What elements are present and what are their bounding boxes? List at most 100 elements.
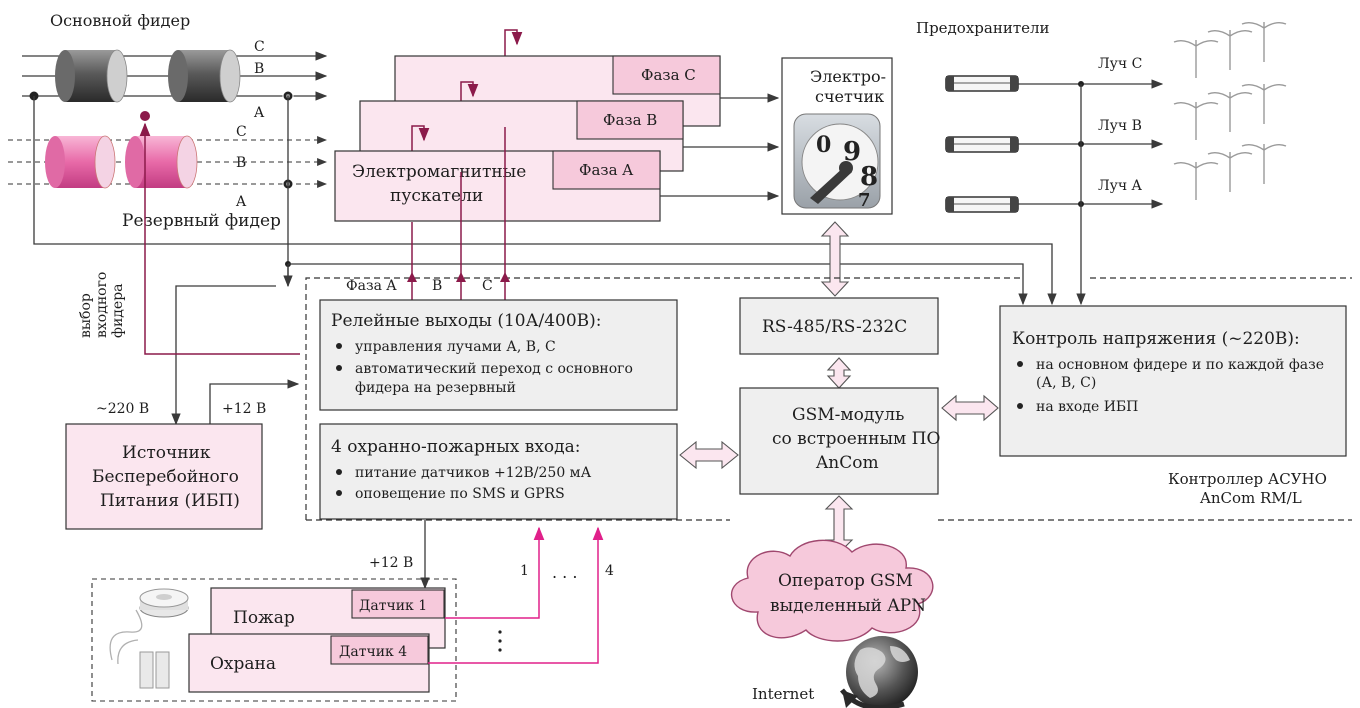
reserve-phase-b: B bbox=[236, 155, 246, 171]
ray-c-label: Луч C bbox=[1098, 56, 1142, 72]
sensor-vertical-dots bbox=[498, 630, 502, 652]
door-sensor-icon bbox=[109, 609, 170, 689]
internet-label: Internet bbox=[752, 685, 814, 703]
rs-interface-box: RS-485/RS-232C bbox=[739, 297, 939, 355]
fire-label: Пожар bbox=[233, 608, 295, 628]
main-phase-b: B bbox=[254, 61, 264, 77]
starter-b-phase bbox=[576, 100, 684, 140]
feeder-wiring: ~220 В +12 В выбор входного фидера bbox=[29, 90, 1057, 426]
electricity-meter: Электро- счетчик 0 9 8 7 bbox=[781, 57, 893, 215]
svg-text:входного: входного bbox=[94, 272, 110, 338]
sensor-4-label: Датчик 4 bbox=[339, 644, 407, 660]
svg-text:Фаза A: Фаза A bbox=[579, 161, 633, 179]
voltage-title: Контроль напряжения (~220В): bbox=[1012, 329, 1300, 349]
reserve-feeder-cable-2 bbox=[125, 135, 198, 189]
starters-title-2: пускатели bbox=[390, 186, 483, 206]
gsm-line-3: AnCom bbox=[815, 453, 879, 473]
feeder-select-label: выбор входного фидера bbox=[78, 272, 126, 338]
reserve-feeder: C B A Резервный фидер bbox=[8, 124, 327, 231]
gsm-module-box: GSM-модуль со встроенным ПО AnCom bbox=[739, 387, 940, 495]
starter-c-phase bbox=[612, 55, 721, 95]
security-item-2: оповещение по SMS и GPRS bbox=[355, 486, 565, 502]
sensor-1-label: Датчик 1 bbox=[359, 598, 427, 614]
svg-text:7: 7 bbox=[858, 190, 871, 211]
main-feeder-title: Основной фидер bbox=[50, 11, 190, 30]
internet-globe-icon bbox=[840, 636, 918, 708]
relay-phase-a: Фаза A bbox=[346, 278, 397, 294]
main-phase-a: A bbox=[253, 105, 265, 121]
controller-label-1: Контроллер АСУНО bbox=[1168, 470, 1327, 488]
svg-text:Фаза B: Фаза B bbox=[603, 111, 657, 129]
street-lamps bbox=[1173, 21, 1287, 200]
fuse-icon bbox=[945, 136, 1019, 153]
meter-dial-icon: 0 9 8 7 bbox=[793, 113, 881, 211]
sensors-boundary bbox=[91, 578, 457, 702]
cloud-line-2: выделенный APN bbox=[770, 596, 926, 616]
controller-label-2: AnCom RM/L bbox=[1199, 489, 1302, 507]
sensor-power-label: +12 В bbox=[369, 555, 413, 571]
fuses: Предохранители Луч C Луч B Луч A bbox=[916, 19, 1164, 306]
fuses-title: Предохранители bbox=[916, 19, 1050, 37]
relay-item-2b: фидера на резервный bbox=[355, 380, 516, 396]
voltage-item-1b: (А, В, С) bbox=[1036, 375, 1096, 391]
security-inputs-box: 4 охранно-пожарных входа: питание датчик… bbox=[319, 423, 678, 520]
ups-line-2: Бесперебойного bbox=[92, 467, 239, 487]
meter-rs-link bbox=[820, 221, 850, 297]
starters-title-1: Электромагнитные bbox=[352, 162, 526, 182]
main-phase-c: C bbox=[254, 39, 265, 55]
voltage-item-1a: на основном фидере и по каждой фазе bbox=[1036, 357, 1324, 373]
svg-text:RS-485/RS-232C: RS-485/RS-232C bbox=[762, 317, 907, 337]
reserve-phase-a: A bbox=[235, 194, 247, 210]
main-feeder: Основной фидер C B A bbox=[22, 11, 328, 121]
guard-label: Охрана bbox=[210, 654, 276, 674]
sensor-num-1: 1 bbox=[520, 563, 529, 579]
relay-phase-b: B bbox=[432, 278, 442, 294]
ups-ac-label: ~220 В bbox=[96, 401, 149, 417]
street-lamp-icon bbox=[1173, 21, 1287, 78]
street-lamp-icon bbox=[1173, 83, 1287, 140]
guard-sensor-group: Охрана Датчик 4 bbox=[188, 633, 430, 693]
svg-text:Фаза C: Фаза C bbox=[641, 66, 696, 84]
gsm-line-2: со встроенным ПО bbox=[772, 429, 940, 449]
main-feeder-cable-1 bbox=[55, 49, 128, 103]
voltage-item-2: на входе ИБП bbox=[1036, 399, 1138, 415]
relay-phase-c: C bbox=[482, 278, 493, 294]
street-lamp-icon bbox=[1173, 143, 1287, 200]
svg-text:8: 8 bbox=[860, 162, 878, 192]
svg-text:9: 9 bbox=[843, 137, 861, 167]
fuse-icon bbox=[945, 196, 1019, 213]
meter-title-2: счетчик bbox=[815, 87, 884, 106]
rs-gsm-link bbox=[826, 357, 852, 389]
ups-line-1: Источник bbox=[122, 443, 211, 463]
ups-line-3: Питания (ИБП) bbox=[100, 491, 240, 511]
voltage-control-box: Контроль напряжения (~220В): на основном… bbox=[999, 305, 1347, 457]
security-title: 4 охранно-пожарных входа: bbox=[331, 437, 581, 457]
cloud-line-1: Оператор GSM bbox=[778, 571, 913, 591]
svg-text:выбор: выбор bbox=[78, 293, 94, 338]
reserve-feeder-cable-1 bbox=[45, 135, 116, 189]
gsm-voltage-link bbox=[941, 394, 999, 422]
sensor-num-4: 4 bbox=[605, 563, 614, 579]
relay-phase-outputs: Фаза A B C bbox=[346, 127, 510, 300]
ups-box: Источник Бесперебойного Питания (ИБП) bbox=[65, 423, 263, 530]
reserve-feeder-title: Резервный фидер bbox=[122, 211, 281, 231]
security-item-1: питание датчиков +12В/250 мА bbox=[355, 465, 592, 481]
controller-boundary bbox=[305, 277, 1020, 520]
starter-a-phase bbox=[552, 150, 661, 190]
starters: Фаза C Фаза B Фаза A Электромагнитные пу… bbox=[334, 29, 780, 222]
ray-b-label: Луч B bbox=[1098, 118, 1142, 134]
sensor-dots: . . . bbox=[552, 563, 577, 582]
relay-outputs-box: Релейные выходы (10А/400В): управления л… bbox=[319, 299, 678, 411]
ray-a-label: Луч A bbox=[1098, 178, 1143, 194]
relay-title: Релейные выходы (10А/400В): bbox=[331, 311, 602, 331]
svg-text:фидера: фидера bbox=[110, 283, 126, 338]
reserve-phase-c: C bbox=[236, 124, 247, 140]
svg-text:0: 0 bbox=[816, 132, 831, 158]
gsm-line-1: GSM-модуль bbox=[792, 405, 904, 425]
relay-item-1: управления лучами А, В, С bbox=[355, 339, 556, 355]
gsm-security-link bbox=[679, 440, 739, 470]
fuse-icon bbox=[945, 75, 1019, 92]
main-feeder-cable-2 bbox=[168, 49, 241, 103]
ups-dc-label: +12 В bbox=[222, 401, 266, 417]
